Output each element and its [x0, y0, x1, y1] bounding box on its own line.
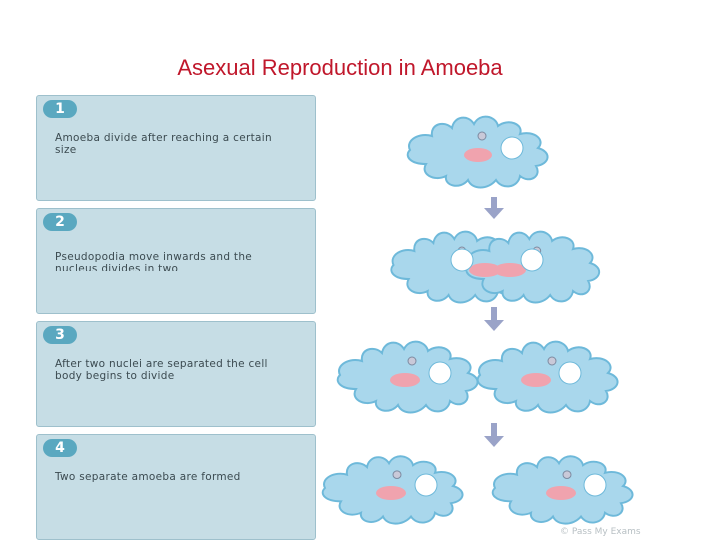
nucleus [494, 263, 526, 277]
step-number: 3 [43, 326, 77, 344]
nucleus [521, 373, 551, 387]
arrow-down-icon [484, 423, 504, 447]
amoeba-stage-4 [321, 455, 634, 525]
step-text: Two separate amoeba are formed [55, 471, 241, 483]
vacuole [428, 361, 452, 385]
step-number: 4 [43, 439, 77, 457]
arrow-down-icon [484, 307, 504, 331]
vacuole [414, 473, 438, 497]
vacuole [500, 136, 524, 160]
vacuole [583, 473, 607, 497]
nucleus [469, 263, 501, 277]
nucleus [464, 148, 492, 162]
nucleus [376, 486, 406, 500]
credit-text: © Pass My Exams [560, 527, 641, 537]
page-title: Asexual Reproduction in Amoeba [177, 55, 503, 80]
step-panel-3: 3 After two nuclei are separated the cel… [36, 321, 316, 427]
step-number: 2 [43, 213, 77, 231]
nucleus [546, 486, 576, 500]
vacuole [558, 361, 582, 385]
amoeba-stage-2 [390, 230, 601, 304]
vacuole [450, 248, 474, 272]
step-panel-2: 2 Pseudopodia move inwards and the nucle… [36, 208, 316, 314]
step-text: Pseudopodia move inwards and the nucleus… [55, 251, 253, 271]
step-panel-4: 4 Two separate amoeba are formed [36, 434, 316, 540]
vacuole [520, 248, 544, 272]
amoeba-stage-1 [406, 115, 549, 189]
step-text: Amoeba divide after reaching a certain s… [55, 132, 272, 156]
amoeba-stage-3 [336, 340, 619, 414]
arrow-down-icon [484, 197, 504, 219]
step-text: After two nuclei are separated the cell … [55, 358, 268, 382]
step-number: 1 [43, 100, 77, 118]
amoeba-illustrations [321, 115, 634, 525]
nucleus [390, 373, 420, 387]
step-panel-1: 1 Amoeba divide after reaching a certain… [36, 95, 316, 201]
